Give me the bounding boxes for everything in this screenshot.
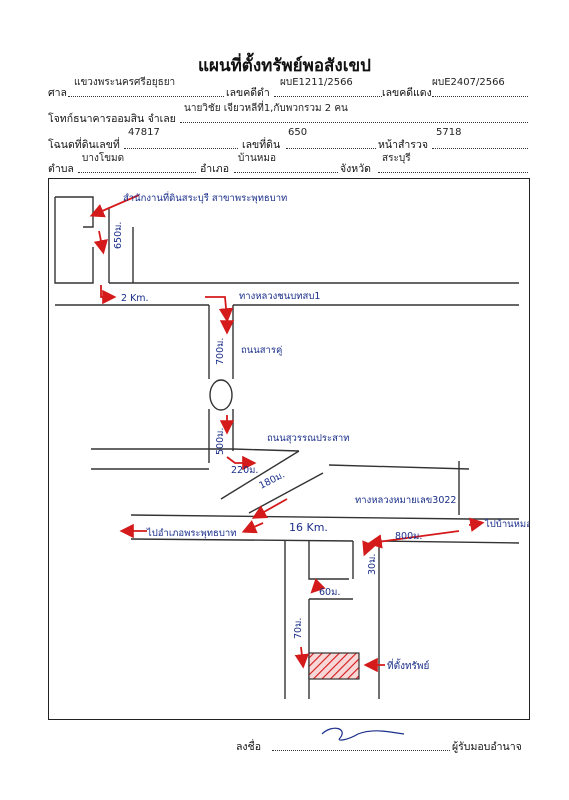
- label-180m: 180ม.: [257, 469, 286, 491]
- route-arrow: [205, 296, 234, 323]
- label-to-phra-buddhabat: ไปอำเภอพระพุทธบาท: [146, 527, 236, 539]
- label-16km: 16 Km.: [289, 521, 328, 534]
- label-70m: 70ม.: [293, 618, 304, 639]
- route-arrow: [100, 285, 117, 305]
- property-plot: [308, 652, 360, 680]
- label-650m: 650ม.: [113, 222, 124, 249]
- map-frame: สำนักงานที่ดินสระบุรี สาขาพระพุทธบาท 650…: [48, 178, 532, 720]
- label-800m: 800ม.: [395, 531, 422, 542]
- dotted-line: [272, 750, 450, 751]
- label-property: ที่ตั้งทรัพย์: [387, 658, 429, 672]
- province-label: จังหวัด: [340, 163, 371, 175]
- land-no-value: 650: [288, 127, 308, 138]
- sign-label: ลงชื่อ: [236, 741, 261, 753]
- survey-label: หน้าสำรวจ: [378, 139, 428, 151]
- route-arrow: [89, 194, 140, 218]
- label-500m: 500ม.: [215, 428, 226, 455]
- label-road-1: ทางหลวงชนบทสบ1: [239, 291, 320, 302]
- route-arrow: [362, 540, 376, 557]
- route-arrow: [294, 646, 309, 669]
- subdistrict-value: บางโขมด: [82, 153, 125, 164]
- label-road-4: ทางหลวงหมายเลข3022: [355, 495, 456, 506]
- road-edge: [220, 450, 300, 500]
- hand-drawn-map: สำนักงานที่ดินสระบุรี สาขาพระพุทธบาท 650…: [54, 191, 532, 699]
- route-arrow: [468, 517, 485, 532]
- dotted-line: [124, 148, 238, 149]
- label-2km: 2 Km.: [121, 293, 149, 304]
- land-no-label: เลขที่ดิน: [242, 139, 281, 151]
- label-to-ban-mo: ไปบ้านหมอ: [484, 518, 529, 530]
- label-700m: 700ม.: [215, 338, 226, 365]
- label-60m: 60ม.: [319, 587, 340, 598]
- defendant-value: นายวิชัย เจียวหลีที่1,กับพวกรวม 2 คน: [184, 103, 348, 114]
- dotted-line: [234, 172, 338, 173]
- dotted-line: [432, 96, 528, 97]
- route-arrow: [241, 520, 264, 534]
- roundabout: [209, 379, 233, 411]
- road-lines: [54, 196, 520, 699]
- signature-scribble: [321, 727, 405, 741]
- dotted-line: [286, 148, 376, 149]
- road-edge: [130, 538, 354, 542]
- route-arrow: [310, 578, 326, 594]
- province-value: สระบุรี: [382, 153, 411, 164]
- dotted-line: [432, 148, 528, 149]
- road-edge: [91, 448, 300, 452]
- road-edge: [328, 464, 470, 470]
- route-arrow: [251, 498, 288, 519]
- district-label: อำเภอ: [200, 163, 230, 175]
- route-arrows: [89, 194, 485, 673]
- subdistrict-label: ตำบล: [48, 163, 74, 175]
- road-edge: [54, 197, 94, 284]
- label-land-office: สำนักงานที่ดินสระบุรี สาขาพระพุทธบาท: [123, 191, 287, 204]
- label-30m: 30ม.: [367, 554, 378, 575]
- route-arrow: [93, 230, 108, 255]
- label-road-2: ถนนสารคู่: [241, 345, 282, 356]
- red-case-label: เลขคดีแดง: [382, 87, 432, 99]
- deed-value: 47817: [128, 127, 160, 138]
- dotted-line: [274, 96, 382, 97]
- red-case-value: ผบE2407/2566: [432, 77, 505, 88]
- dotted-line: [78, 172, 196, 173]
- road-edge: [55, 196, 94, 228]
- court-value: แขวงพระนครศรีอยุธยา: [74, 77, 176, 88]
- dotted-line: [68, 96, 224, 97]
- dotted-line: [378, 172, 528, 173]
- map-labels: สำนักงานที่ดินสระบุรี สาขาพระพุทธบาท 650…: [113, 191, 532, 672]
- court-label: ศาล: [48, 87, 67, 99]
- route-arrow: [226, 455, 257, 471]
- survey-value: 5718: [436, 127, 462, 138]
- district-value: บ้านหมอ: [238, 153, 276, 164]
- black-case-label: เลขคดีดำ: [226, 87, 270, 99]
- page-title: แผนที่ตั้งทรัพย์พอสังเขป: [198, 56, 371, 76]
- deed-label: โฉนดที่ดินเลขที่: [48, 139, 120, 151]
- road-edge: [308, 541, 349, 580]
- black-case-value: ผบE1211/2566: [280, 77, 353, 88]
- proxy-label: ผู้รับมอบอำนาจ: [452, 741, 522, 753]
- road-edge: [130, 514, 519, 520]
- plaintiff-label: โจทก์ธนาคารออมสิน จำเลย: [48, 113, 176, 125]
- label-220m: 220ม.: [231, 465, 258, 476]
- dotted-line: [180, 122, 528, 123]
- label-road-3: ถนนสุวรรณประสาท: [267, 433, 350, 444]
- road-edge: [378, 540, 520, 544]
